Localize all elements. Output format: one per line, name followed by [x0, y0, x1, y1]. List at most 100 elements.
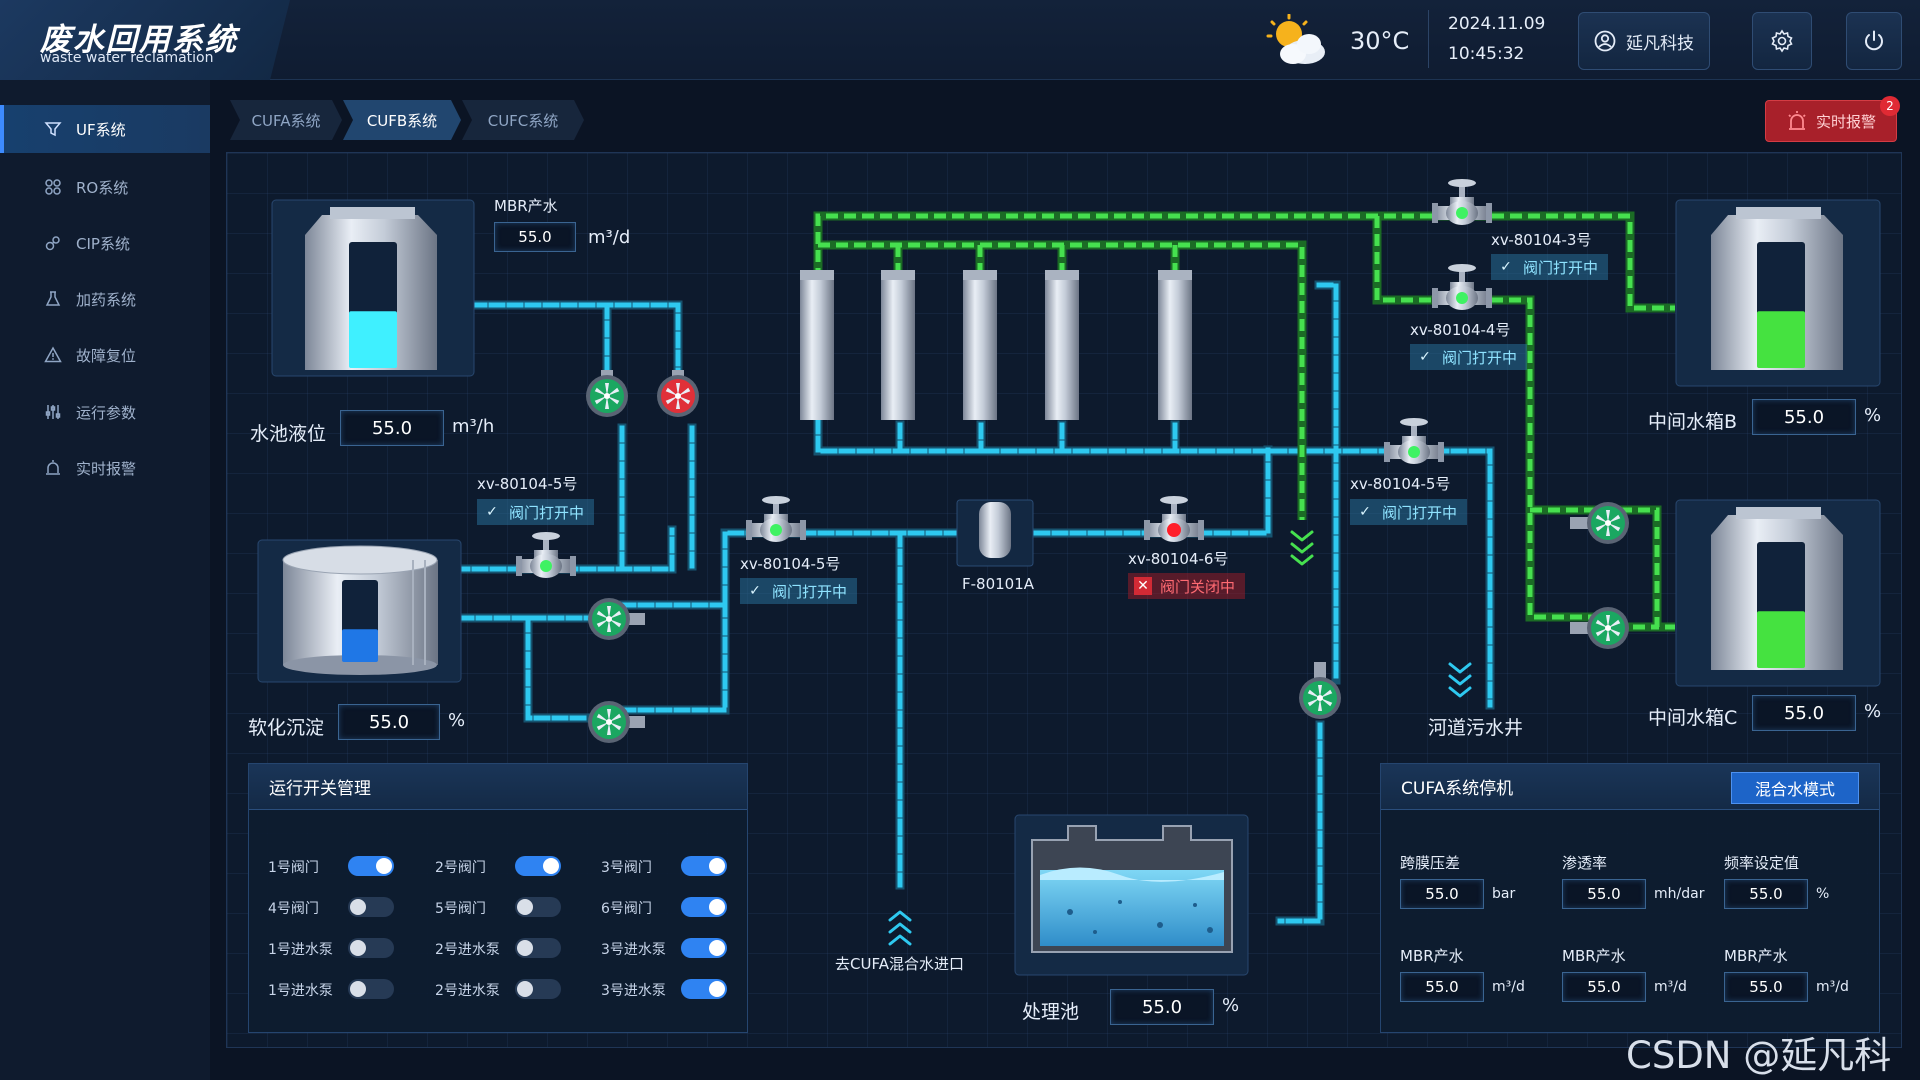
tab-cufc[interactable]: CUFC系统 — [462, 100, 584, 140]
warning-icon — [44, 346, 62, 363]
toggle-switch[interactable] — [348, 938, 394, 958]
treatment-pool-label: 处理池 — [1022, 1001, 1080, 1023]
valve-status-badge[interactable]: ✕ 阀门关闭中 — [1128, 573, 1246, 599]
toggle-knob — [709, 940, 725, 956]
check-icon: ✓ — [1359, 504, 1371, 520]
switch-label: 1号阀门 — [268, 860, 319, 876]
toggle-knob — [517, 940, 533, 956]
treatment-pool-value: 55.0 — [1110, 989, 1214, 1025]
toggle-switch[interactable] — [515, 856, 561, 876]
param-unit: mh/dar — [1654, 886, 1705, 902]
tank-b-value: 55.0 — [1752, 399, 1856, 435]
sliders-icon — [45, 405, 61, 419]
mbr-output-unit: m³/d — [588, 227, 631, 248]
switch-management-panel: 运行开关管理 — [248, 763, 748, 1033]
user-circle-icon — [1594, 30, 1616, 52]
valve-status-text: 阀门关闭中 — [1160, 577, 1236, 596]
cluster-icon — [45, 236, 60, 251]
tank-c-value: 55.0 — [1752, 695, 1856, 731]
param-value: 55.0 — [1724, 879, 1808, 909]
param-label: 渗透率 — [1562, 854, 1608, 872]
toggle-switch[interactable] — [515, 938, 561, 958]
mixed-water-mode-button[interactable]: 混合水模式 — [1731, 772, 1859, 804]
param-unit: m³/d — [1492, 979, 1525, 995]
toggle-switch[interactable] — [515, 979, 561, 999]
switch-label: 3号阀门 — [601, 860, 652, 876]
sidebar-item-uf[interactable]: UF系统 — [0, 105, 210, 153]
sewer-well-label: 河道污水井 — [1428, 717, 1524, 739]
sidebar-item-dosing[interactable]: 加药系统 — [0, 275, 210, 323]
toggle-switch[interactable] — [681, 938, 727, 958]
cufa-inlet-label: 去CUFA混合水进口 — [835, 955, 964, 973]
valve-status-badge[interactable]: ✓ 阀门打开中 — [477, 499, 595, 525]
softening-label: 软化沉淀 — [248, 717, 325, 739]
switch-panel-title: 运行开关管理 — [249, 764, 747, 810]
valve-status-badge[interactable]: ✓阀门打开中 — [1350, 499, 1468, 525]
check-icon: ✓ — [1500, 259, 1512, 275]
switch-label: 1号进水泵 — [268, 983, 333, 999]
tab-cufb[interactable]: CUFB系统 — [343, 100, 461, 140]
alarm-icon — [46, 460, 60, 475]
toggle-knob — [709, 981, 725, 997]
check-icon: ✓ — [749, 583, 761, 599]
toggle-switch[interactable] — [681, 856, 727, 876]
switch-label: 3号进水泵 — [601, 983, 666, 999]
toggle-switch[interactable] — [348, 897, 394, 917]
toggle-switch[interactable] — [348, 979, 394, 999]
toggle-switch[interactable] — [681, 897, 727, 917]
sidebar-item-label: CIP系统 — [76, 234, 130, 253]
toggle-knob — [517, 981, 533, 997]
toggle-knob — [517, 899, 533, 915]
check-icon: ✓ — [486, 504, 498, 520]
param-unit: % — [1816, 886, 1830, 902]
valve-status-text: 阀门打开中 — [509, 503, 585, 522]
toggle-switch[interactable] — [515, 897, 561, 917]
param-value: 55.0 — [1562, 972, 1646, 1002]
temperature-readout: 30°C — [1350, 27, 1410, 55]
tank-b-label: 中间水箱B — [1648, 411, 1738, 433]
switch-label: 1号进水泵 — [268, 942, 333, 958]
alarm-label: 实时报警 — [1815, 112, 1876, 131]
sidebar-item-realtime-alarm[interactable]: 实时报警 — [0, 444, 210, 492]
pool-level-value: 55.0 — [340, 410, 444, 446]
sidebar: UF系统 RO系统 CIP系统 加药系统 故障复位 运行参数 实时报警 — [0, 80, 210, 1080]
param-label: 跨膜压差 — [1400, 854, 1461, 872]
sidebar-item-label: 运行参数 — [76, 403, 137, 422]
flask-icon — [45, 291, 61, 306]
switch-label: 2号进水泵 — [435, 983, 500, 999]
sidebar-item-run-params[interactable]: 运行参数 — [0, 388, 210, 436]
sidebar-item-cip[interactable]: CIP系统 — [0, 219, 210, 267]
time-readout: 10:45:32 — [1448, 44, 1525, 64]
sidebar-item-fault-reset[interactable]: 故障复位 — [0, 331, 210, 379]
valve-status-badge[interactable]: ✓阀门打开中 — [1491, 254, 1609, 280]
power-button[interactable] — [1846, 12, 1902, 70]
valve-id-label: xv-80104-3号 — [1491, 231, 1592, 249]
user-button[interactable]: 延凡科技 — [1578, 12, 1710, 70]
valve-id-label: xv-80104-5号 — [740, 555, 841, 573]
valve-id-label: xv-80104-5号 — [477, 475, 578, 493]
params-panel-title-text: CUFA系统停机 — [1401, 779, 1514, 799]
sidebar-item-ro[interactable]: RO系统 — [0, 163, 210, 211]
realtime-alarm-button[interactable]: 实时报警 — [1765, 100, 1897, 142]
switch-label: 6号阀门 — [601, 901, 652, 917]
param-unit: m³/d — [1654, 979, 1687, 995]
grid-icon — [45, 179, 61, 195]
valve-status-badge[interactable]: ✓阀门打开中 — [740, 578, 858, 604]
logo-block — [0, 0, 290, 80]
valve-id-label: xv-80104-6号 — [1128, 550, 1229, 568]
valve-status-badge[interactable]: ✓阀门打开中 — [1410, 344, 1528, 370]
valve-status-text: 阀门打开中 — [1442, 348, 1518, 367]
toggle-switch[interactable] — [681, 979, 727, 999]
switch-label: 3号进水泵 — [601, 942, 666, 958]
app-title: 废水回用系统 — [40, 22, 238, 58]
close-icon: ✕ — [1134, 577, 1152, 595]
tab-cufa[interactable]: CUFA系统 — [230, 100, 342, 140]
valve-id-label: xv-80104-4号 — [1410, 321, 1511, 339]
switch-label: 2号进水泵 — [435, 942, 500, 958]
toggle-switch[interactable] — [348, 856, 394, 876]
siren-icon — [1788, 111, 1806, 130]
settings-button[interactable] — [1752, 12, 1812, 70]
pool-level-unit: m³/h — [452, 416, 495, 437]
mbr-output-value: 55.0 — [494, 222, 576, 252]
sidebar-item-label: RO系统 — [76, 178, 129, 197]
